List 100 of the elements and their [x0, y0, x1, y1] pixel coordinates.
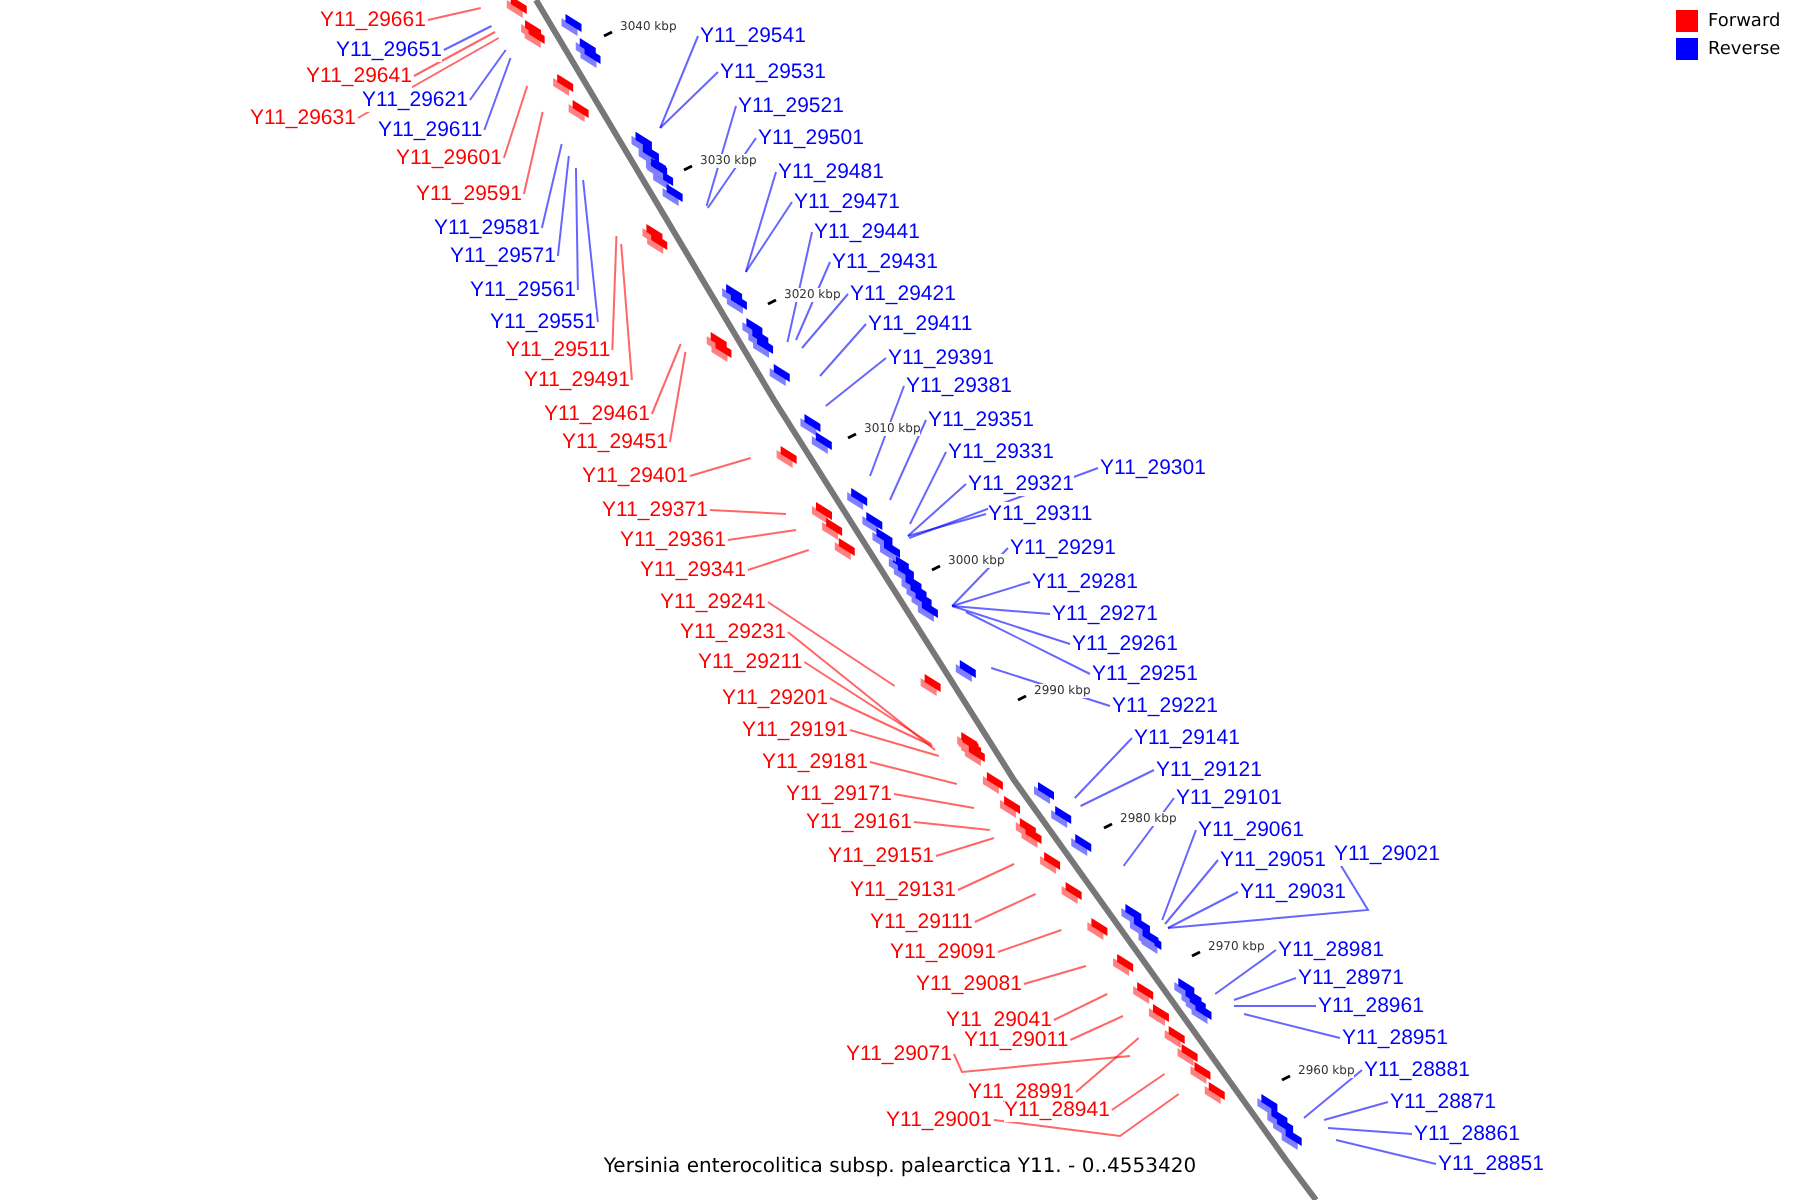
leader-line: [1022, 965, 1087, 985]
gene-label: Y11_29281: [1032, 570, 1138, 594]
gene-label: Y11_29391: [888, 346, 994, 370]
gene-label: Y11_29261: [1072, 632, 1178, 656]
leader-line: [892, 793, 976, 809]
gene-label: Y11_29471: [794, 190, 900, 214]
gene-label: Y11_28861: [1414, 1122, 1520, 1146]
caption: Yersinia enterocolitica subsp. palearctica Y11. - 0..4553420: [603, 1156, 1197, 1178]
leader-line: [1335, 1139, 1437, 1165]
leader-line: [1079, 769, 1155, 807]
gene-label: Y11_29651: [336, 38, 442, 62]
leader-line: [1166, 863, 1370, 929]
leader-line: [483, 57, 512, 131]
gene-label: Y11_29141: [1134, 726, 1240, 750]
gene-label: Y11_29451: [562, 430, 668, 454]
gene-label: Y11_29011: [964, 1028, 1069, 1052]
leader-line: [801, 293, 849, 349]
gene-label: Y11_28981: [1278, 938, 1384, 962]
leader-line: [1164, 859, 1219, 925]
leader-line: [726, 529, 797, 541]
gene-label: Y11_29291: [1010, 536, 1116, 560]
leader-line: [1166, 891, 1239, 929]
leader-line: [468, 49, 507, 101]
leader-line: [1327, 1127, 1413, 1135]
gene-label: Y11_29611: [378, 118, 483, 142]
gene-label: Y11_29181: [762, 750, 868, 774]
gene-label: Y11_28971: [1298, 966, 1404, 990]
gene-label: Y11_29071: [846, 1042, 952, 1066]
leader-line: [708, 509, 787, 515]
gene-label: Y11_29411: [868, 312, 973, 336]
gene-label: Y11_28961: [1318, 994, 1424, 1018]
gene-label: Y11_29171: [786, 782, 892, 806]
gene-label: Y11_29321: [968, 472, 1074, 496]
gene-label: Y11_28851: [1438, 1152, 1544, 1176]
gene-label: Y11_29381: [906, 374, 1012, 398]
gene-label: Y11_28881: [1364, 1058, 1470, 1082]
gene-label: Y11_29431: [832, 250, 938, 274]
leader-line: [1052, 993, 1109, 1021]
leader-line: [766, 601, 896, 687]
gene-label: Y11_29031: [1240, 880, 1346, 904]
gene-label: Y11_29561: [470, 278, 576, 302]
gene-label: Y11_29121: [1156, 758, 1262, 782]
leader-line: [1161, 829, 1197, 921]
gene-label: Y11_29351: [928, 408, 1034, 432]
legend-label: Reverse: [1708, 39, 1781, 59]
gene-label: Y11_29511: [506, 338, 611, 362]
gene-label: Y11_29571: [450, 244, 556, 268]
leader-line: [909, 451, 947, 525]
leader-line: [1110, 1073, 1166, 1111]
gene-label: Y11_29111: [870, 910, 973, 934]
gene-label: Y11_29601: [396, 146, 502, 170]
gene-label: Y11_29491: [524, 368, 630, 392]
leader-line: [442, 25, 493, 51]
gene-label: Y11_29051: [1220, 848, 1326, 872]
leader-line: [996, 929, 1063, 953]
gene-label: Y11_29581: [434, 216, 540, 240]
leader-line: [803, 661, 933, 745]
gene-label: Y11_29221: [1112, 694, 1218, 718]
leader-line: [786, 631, 937, 751]
leader-line: [1323, 1101, 1389, 1121]
leader-line: [502, 85, 529, 159]
gene-label: Y11_29191: [742, 718, 848, 742]
leader-line: [934, 837, 995, 857]
gene-label: Y11_29081: [916, 972, 1022, 996]
leader-line: [828, 697, 934, 747]
leader-line: [951, 605, 1071, 645]
gene-label: Y11_29341: [640, 558, 746, 582]
leader-line: [426, 7, 482, 21]
gene-label: Y11_29211: [698, 650, 803, 674]
gene-label: Y11_29401: [582, 464, 688, 488]
gene-label: Y11_29541: [700, 24, 806, 48]
leader-line: [668, 351, 687, 443]
gene-label: Y11_29091: [890, 940, 996, 964]
leader-line: [1069, 1015, 1124, 1041]
leader-line: [912, 821, 991, 831]
leader-line: [951, 605, 1051, 615]
leader-line: [824, 357, 887, 407]
gene-label: Y11_29301: [1100, 456, 1206, 480]
gene-label: Y11_29501: [758, 126, 864, 150]
gene-label: Y11_29061: [1198, 818, 1304, 842]
leader-line: [906, 483, 967, 537]
legend-label: Forward: [1708, 11, 1781, 31]
leader-line: [951, 581, 1031, 607]
gene-label: Y11_29481: [778, 160, 884, 184]
gene-label: Y11_29311: [988, 502, 1093, 526]
leader-line: [952, 1053, 1131, 1074]
leader-line: [795, 261, 831, 341]
leader-line: [522, 111, 544, 195]
leader-line: [1073, 737, 1133, 799]
leader-line: [1122, 797, 1175, 867]
leader-line: [746, 549, 810, 571]
leader-line: [868, 761, 958, 785]
gene-label: Y11_29441: [814, 220, 920, 244]
gene-label: Y11_29531: [720, 60, 826, 84]
leader-line: [951, 547, 1009, 607]
gene-label: Y11_29001: [886, 1108, 992, 1132]
gene-label: Y11_29461: [544, 402, 650, 426]
gene-label: Y11_29151: [828, 844, 934, 868]
leader-line: [1302, 1069, 1363, 1119]
leader-line: [1233, 977, 1297, 1001]
